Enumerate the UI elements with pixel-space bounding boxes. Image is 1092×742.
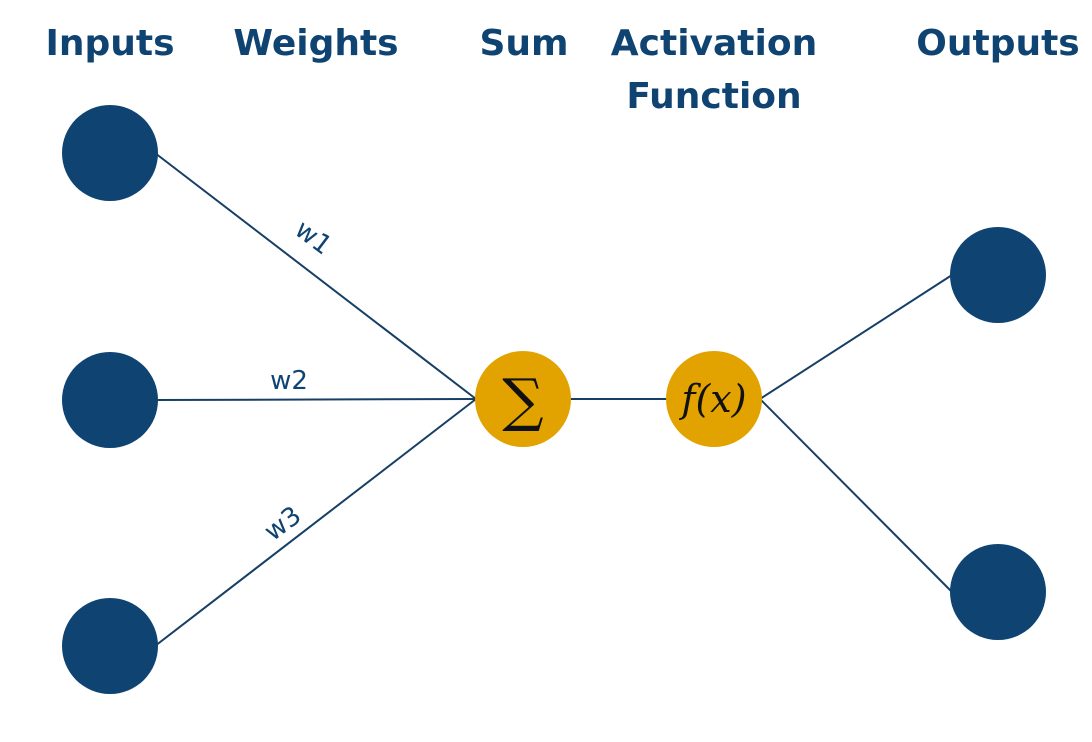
header-sum: Sum <box>479 23 568 64</box>
header-inputs: Inputs <box>45 23 174 64</box>
input-node-2 <box>62 352 158 448</box>
header-activation-line2: Function <box>626 76 801 117</box>
connection-activation-output1 <box>759 274 953 400</box>
activation-function-icon: f(x) <box>678 377 746 421</box>
header-outputs: Outputs <box>916 23 1079 64</box>
connection-input2-sum <box>154 398 477 401</box>
sum-node <box>475 351 571 447</box>
weight-label-w3: w3 <box>259 501 307 548</box>
connection-activation-output2 <box>759 398 953 593</box>
sigma-icon: ∑ <box>502 366 543 434</box>
input-node-1 <box>62 105 158 201</box>
connection-input3-sum <box>154 398 477 647</box>
weight-label-w2: w2 <box>270 366 308 396</box>
output-node-2 <box>950 544 1046 640</box>
connection-input1-sum <box>154 152 477 400</box>
input-node-3 <box>62 598 158 694</box>
output-node-1 <box>950 227 1046 323</box>
weight-label-w1: w1 <box>289 215 337 262</box>
activation-node <box>666 351 762 447</box>
header-activation-line1: Activation <box>611 23 817 64</box>
header-weights: Weights <box>233 23 398 64</box>
connections <box>154 152 953 647</box>
